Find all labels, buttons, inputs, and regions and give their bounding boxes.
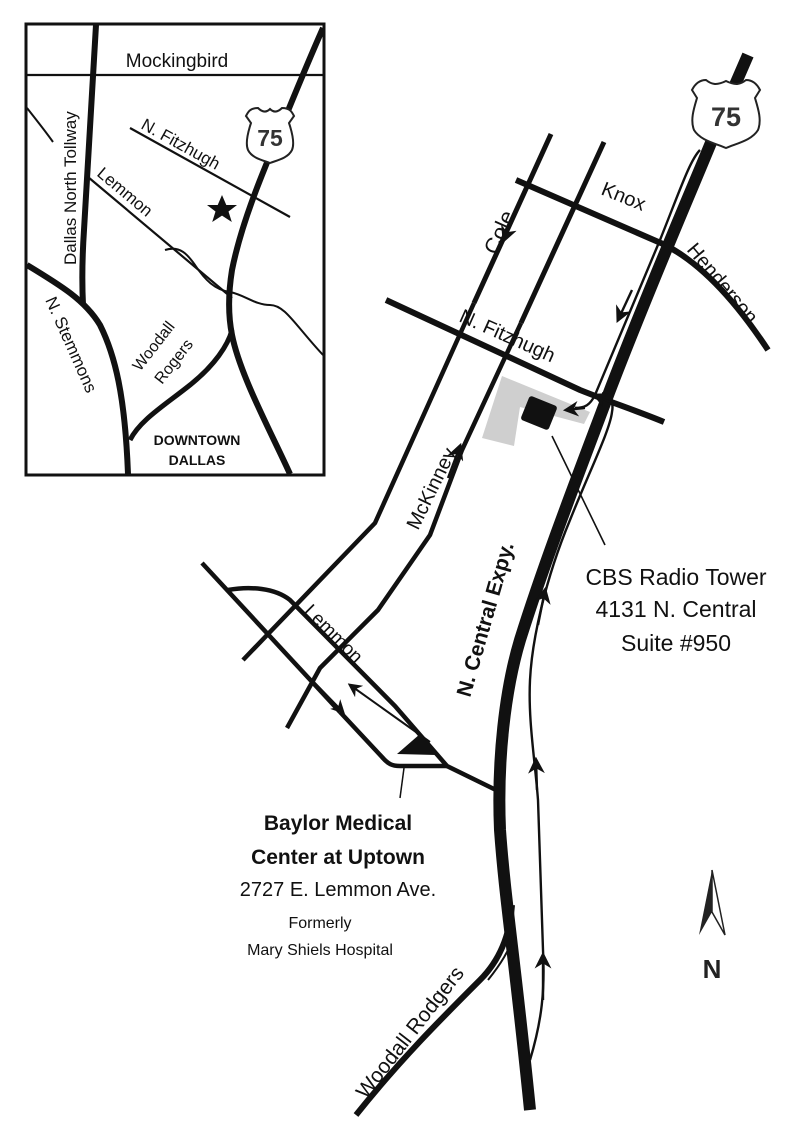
destination-address: 4131 N. Central: [595, 596, 756, 622]
inset-road-dallas-north-tollway: [79, 25, 99, 306]
cbs-leader-line: [551, 435, 606, 546]
road-lemmon-west: [200, 561, 342, 714]
hospital-leader-line: [399, 767, 405, 799]
hospital-marker: [397, 734, 436, 755]
inset-us75-shield-icon: 75: [244, 106, 296, 165]
label-knox: Knox: [598, 178, 649, 215]
inset-road-woodall-rogers: [127, 329, 235, 442]
road-lemmon-ramp: [338, 710, 447, 769]
route-arrow-south: [616, 289, 634, 324]
us75-shield-icon: 75: [690, 78, 762, 150]
inset-road-minor: [27, 107, 54, 143]
svg-text:75: 75: [711, 102, 741, 132]
landmark-note-line1: Formerly: [288, 915, 351, 932]
inset-road-n-stemmons: [27, 262, 131, 474]
road-n-fitzhugh: [384, 297, 666, 425]
route-arrow-north-3: [534, 586, 551, 626]
road-mckinney-west: [241, 302, 477, 662]
destination-callout: CBS Radio Tower: [585, 564, 766, 590]
landmark-note-line2: Mary Shiels Hospital: [247, 942, 393, 959]
north-arrow-icon: N: [699, 869, 726, 984]
road-woodall-rodgers: [353, 904, 515, 1117]
road-lemmon: [227, 585, 497, 793]
landmark-address: 2727 E. Lemmon Ave.: [240, 879, 436, 901]
inset-road-rail: [164, 247, 323, 356]
inset-label-mockingbird: Mockingbird: [126, 51, 228, 72]
svg-text:75: 75: [257, 125, 283, 151]
road-n-central-expy: [493, 52, 754, 1111]
cbs-building-marker: [521, 396, 557, 430]
destination-name: CBS Radio Tower: [585, 564, 766, 590]
label-cole: Cole: [479, 207, 520, 259]
route-arrow-lemmon-east: [309, 677, 345, 715]
route-arrow-turn-in: [562, 401, 586, 417]
route-arrow-entry: [592, 393, 611, 408]
label-woodall-rodgers: Woodall Rodgers: [352, 962, 469, 1103]
label-mckinney: McKinney: [403, 445, 461, 534]
route-arrow-north-2: [528, 756, 545, 791]
inset-road-lemmon: [87, 176, 233, 299]
route-arrow-mckinney: [446, 442, 464, 479]
route-frontage-southbound: [574, 149, 701, 410]
landmark-name-line2: Center at Uptown: [251, 846, 425, 869]
road-woodall-ramp: [487, 931, 516, 981]
inset-map: Mockingbird Dallas North Tollway N. Fitz…: [24, 22, 326, 477]
inset-label-downtown: DOWNTOWN: [154, 432, 241, 448]
label-henderson: Henderson: [682, 239, 762, 328]
road-mckinney: [285, 322, 524, 730]
road-parallel-street: [518, 140, 607, 325]
star-icon: [207, 195, 237, 222]
north-label: N: [703, 954, 722, 984]
inset-road-n-fitzhugh: [129, 127, 291, 218]
landmark-name-line1: Baylor Medical: [264, 812, 412, 835]
destination-suite: Suite #950: [621, 630, 731, 656]
route-arrow-lemmon-west: [347, 683, 431, 743]
inset-label-dallas-north-tollway: Dallas North Tollway: [61, 111, 80, 265]
inset-label-dallas: DALLAS: [169, 452, 226, 468]
route-arrow-cole: [501, 214, 517, 244]
